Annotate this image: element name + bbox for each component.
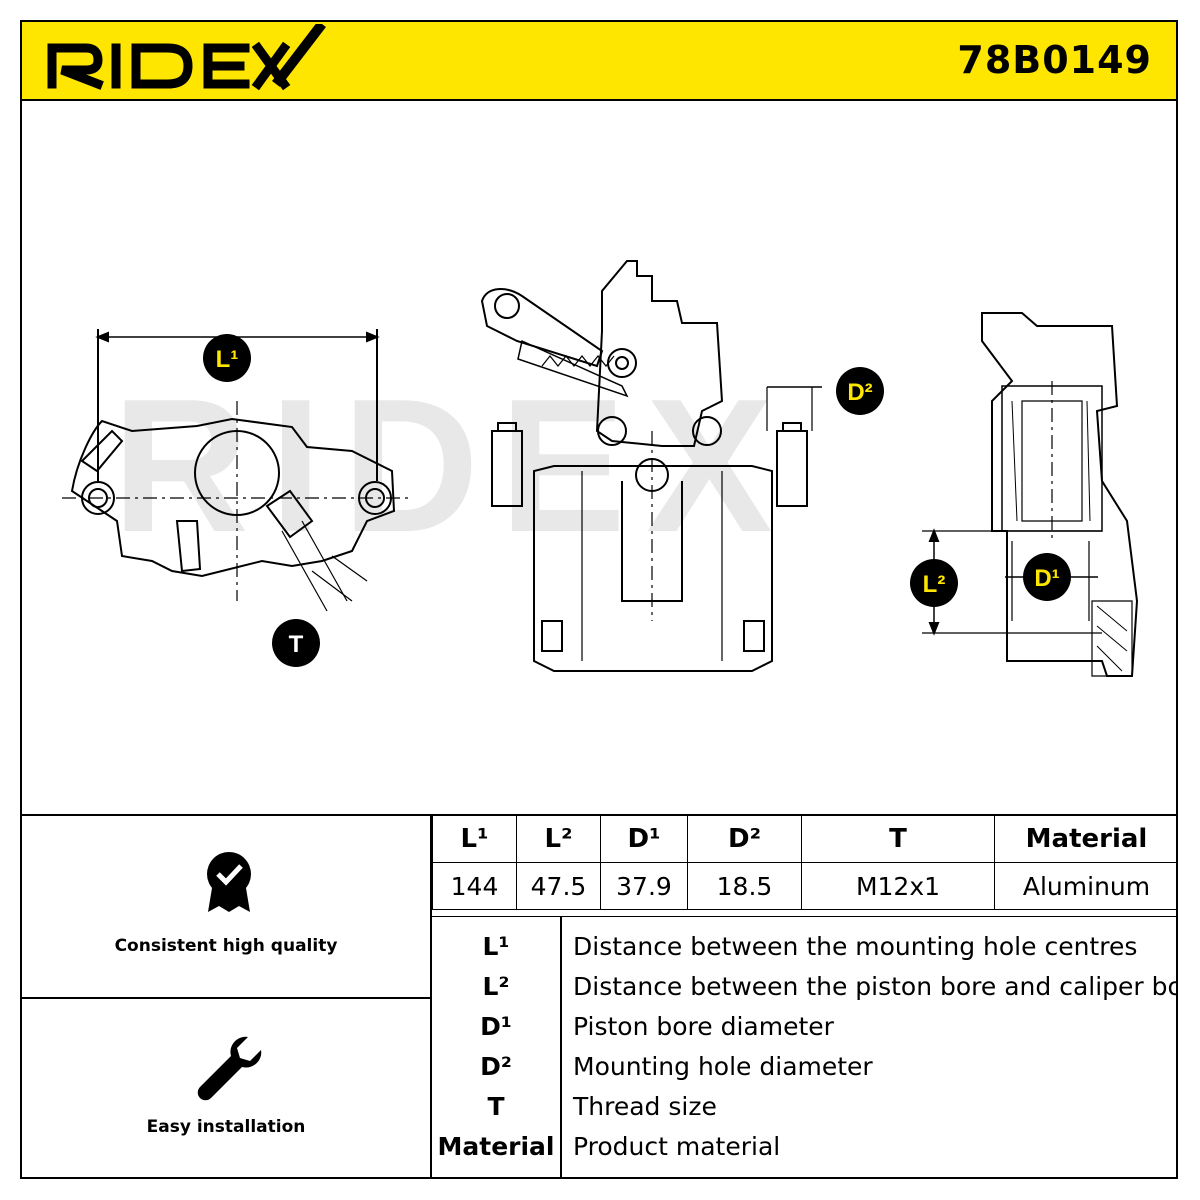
- label-t: T: [272, 619, 320, 667]
- legend-desc: Distance between the piston bore and cal…: [573, 972, 1178, 1001]
- label-l1: L¹: [203, 334, 251, 382]
- spec-value-cell: 144: [432, 862, 517, 910]
- legend-key: T: [487, 1092, 505, 1121]
- feature-panel: Consistent high quality Easy installatio…: [22, 814, 432, 1177]
- product-sheet: 78B0149 RIDEX: [20, 20, 1178, 1179]
- legend-key: L¹: [482, 932, 510, 961]
- legend-key: D²: [480, 1052, 512, 1081]
- spec-value-cell: 37.9: [600, 862, 688, 910]
- ridex-logo: [47, 24, 326, 91]
- legend-desc: Piston bore diameter: [573, 1012, 834, 1041]
- caliper-section-view: [922, 312, 1139, 677]
- spec-header-cell: Material: [994, 815, 1176, 863]
- svg-text:L²: L²: [923, 571, 946, 598]
- spec-header-row: L¹ L² D¹ D² T Material: [432, 815, 1176, 863]
- legend-divider: [560, 917, 562, 1177]
- legend-desc: Thread size: [573, 1092, 717, 1121]
- spec-value-cell: Aluminum: [994, 862, 1176, 910]
- svg-text:T: T: [289, 631, 304, 658]
- header-bar: 78B0149: [22, 22, 1176, 101]
- legend-key: D¹: [480, 1012, 512, 1041]
- legend-row: L¹ Distance between the mounting hole ce…: [432, 932, 1176, 972]
- spec-header-cell: D¹: [600, 815, 688, 863]
- legend-row: L² Distance between the piston bore and …: [432, 972, 1178, 1012]
- legend-row: D² Mounting hole diameter: [432, 1052, 1176, 1092]
- svg-text:D²: D²: [847, 379, 872, 406]
- quality-badge-icon: [207, 852, 251, 912]
- spec-header-cell: L²: [516, 815, 601, 863]
- feature-quality-label: Consistent high quality: [114, 936, 338, 956]
- label-d2: D²: [836, 367, 884, 415]
- wrench-icon: [197, 1036, 262, 1101]
- legend-desc: Product material: [573, 1132, 781, 1161]
- part-number: 78B0149: [957, 38, 1152, 82]
- label-l2: L²: [910, 559, 958, 607]
- svg-text:D¹: D¹: [1034, 565, 1059, 592]
- legend-key: L²: [482, 972, 510, 1001]
- legend-row: D¹ Piston bore diameter: [432, 1012, 1176, 1052]
- spec-value-row: 144 47.5 37.9 18.5 M12x1 Aluminum: [432, 862, 1176, 910]
- spec-header-cell: L¹: [432, 815, 517, 863]
- caliper-front-view: [480, 260, 822, 672]
- legend-panel: L¹ Distance between the mounting hole ce…: [432, 916, 1178, 1177]
- spec-table: L¹ L² D¹ D² T Material 144 47.5 37.9 18.…: [432, 814, 1176, 910]
- technical-drawing: RIDEX: [22, 101, 1176, 814]
- legend-key: Material: [437, 1132, 555, 1161]
- spec-value-cell: M12x1: [801, 862, 995, 910]
- legend-desc: Distance between the mounting hole centr…: [573, 932, 1138, 961]
- spec-value-cell: 18.5: [687, 862, 802, 910]
- spec-header-cell: D²: [687, 815, 802, 863]
- feature-install-label: Easy installation: [146, 1117, 306, 1137]
- feature-quality: Consistent high quality: [22, 816, 430, 999]
- legend-desc: Mounting hole diameter: [573, 1052, 873, 1081]
- feature-install: Easy installation: [22, 999, 430, 1177]
- spec-header-cell: T: [801, 815, 995, 863]
- label-d1: D¹: [1023, 553, 1071, 601]
- spec-value-cell: 47.5: [516, 862, 601, 910]
- caliper-drawing-svg: RIDEX: [62, 260, 1139, 677]
- legend-row: T Thread size: [432, 1092, 1176, 1132]
- legend-row: Material Product material: [432, 1132, 1176, 1172]
- svg-text:L¹: L¹: [216, 346, 239, 373]
